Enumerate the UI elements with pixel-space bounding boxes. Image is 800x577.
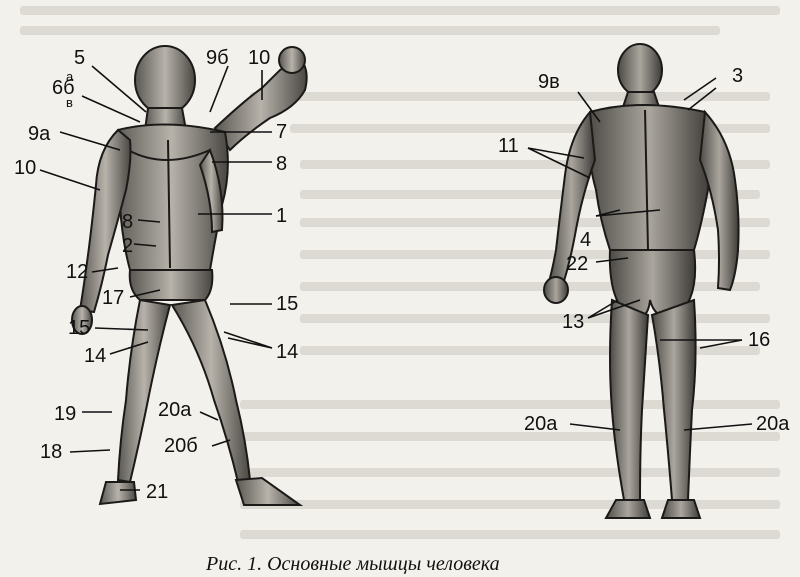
back-right-leg (652, 300, 696, 500)
label-10-top: 10 (248, 48, 270, 68)
label-20a-front: 20а (158, 400, 191, 420)
label-20a-back-right: 20а (756, 414, 789, 434)
label-3: 3 (732, 66, 743, 86)
label-2: 2 (122, 236, 133, 256)
label-10: 10 (14, 158, 36, 178)
back-figure (544, 44, 739, 518)
front-left-leg (118, 300, 170, 482)
front-pelvis (130, 270, 213, 300)
label-4: 4 (580, 230, 591, 250)
front-left-foot (100, 482, 136, 504)
label-7: 7 (276, 122, 287, 142)
back-left-hand (544, 277, 568, 303)
label-18: 18 (40, 442, 62, 462)
label-19: 19 (54, 404, 76, 424)
back-torso (588, 105, 710, 250)
label-13: 13 (562, 312, 584, 332)
label-14-left: 14 (84, 346, 106, 366)
label-17: 17 (102, 288, 124, 308)
label-12: 12 (66, 262, 88, 282)
label-15-left: 15 (68, 318, 90, 338)
label-8-left: 8 (122, 212, 133, 232)
label-9a: 9а (28, 124, 50, 144)
label-14-right: 14 (276, 342, 298, 362)
label-9v: 9в (538, 72, 560, 92)
back-left-foot (606, 500, 650, 518)
front-right-foot (236, 478, 300, 505)
label-20b: 20б (164, 436, 198, 456)
back-head (618, 44, 662, 96)
label-9b: 9б (206, 48, 229, 68)
label-21: 21 (146, 482, 168, 502)
back-left-leg (610, 300, 648, 500)
label-1: 1 (276, 206, 287, 226)
label-16: 16 (748, 330, 770, 350)
label-22: 22 (566, 254, 588, 274)
label-11: 11 (498, 136, 519, 156)
label-8-right: 8 (276, 154, 287, 174)
label-20a-back-left: 20а (524, 414, 557, 434)
label-15-right: 15 (276, 294, 298, 314)
back-right-foot (662, 500, 700, 518)
front-raised-fist (279, 47, 305, 73)
label-6v-sup: в (66, 96, 73, 109)
label-6a-sup: а (66, 70, 73, 83)
label-5: 5 (74, 48, 85, 68)
figure-caption: Рис. 1. Основные мышцы человека (206, 553, 500, 576)
front-head (135, 46, 195, 114)
